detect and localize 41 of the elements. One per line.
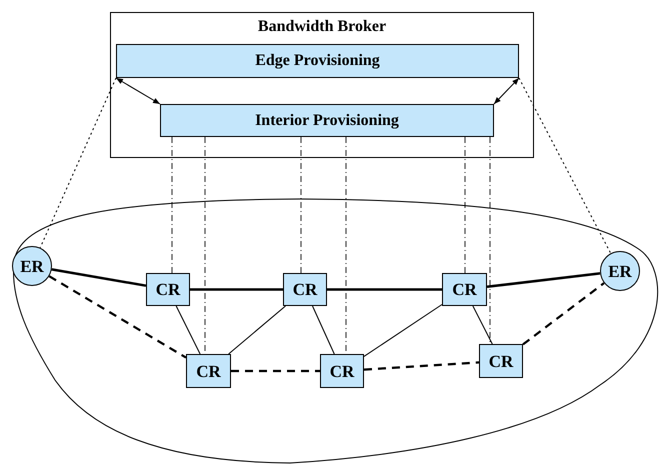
node-label: ER xyxy=(608,262,632,280)
link-line xyxy=(327,288,442,291)
arrow xyxy=(494,78,520,104)
panel-title: Bandwidth Broker xyxy=(258,19,386,35)
dotted-line xyxy=(40,78,116,248)
dash-dot-line xyxy=(464,136,466,274)
router-box xyxy=(320,354,364,388)
dotted-line xyxy=(518,78,612,254)
router-circle xyxy=(600,251,640,291)
node-label: Edge Provisioning xyxy=(255,53,380,69)
link-line xyxy=(231,370,320,372)
node-label: Interior Provisioning xyxy=(255,112,399,128)
arrow xyxy=(116,78,160,104)
node-label: CR xyxy=(452,281,477,298)
link-line xyxy=(486,272,600,288)
node-label: CR xyxy=(488,352,514,370)
router-box xyxy=(186,354,231,388)
link-line xyxy=(51,268,146,287)
node-label: CR xyxy=(330,362,354,380)
broker-panel xyxy=(110,12,534,158)
link-line xyxy=(312,306,335,354)
link-line xyxy=(176,306,201,354)
link-line xyxy=(190,288,283,291)
router-box xyxy=(283,273,327,306)
node-label: CR xyxy=(292,281,318,298)
router-box xyxy=(442,273,487,306)
link-line xyxy=(364,304,442,357)
router-box xyxy=(479,344,523,378)
provisioning-box xyxy=(116,44,519,78)
link-line xyxy=(472,306,493,344)
node-label: ER xyxy=(20,258,44,274)
provisioning-box xyxy=(160,104,494,137)
node-label: CR xyxy=(156,281,180,298)
link-line xyxy=(364,361,480,371)
node-label: CR xyxy=(196,362,221,380)
router-circle xyxy=(12,246,52,286)
link-line xyxy=(48,275,187,359)
dash-dot-line xyxy=(300,136,302,274)
link-line xyxy=(522,282,605,346)
link-line xyxy=(228,306,286,354)
router-box xyxy=(146,273,190,306)
